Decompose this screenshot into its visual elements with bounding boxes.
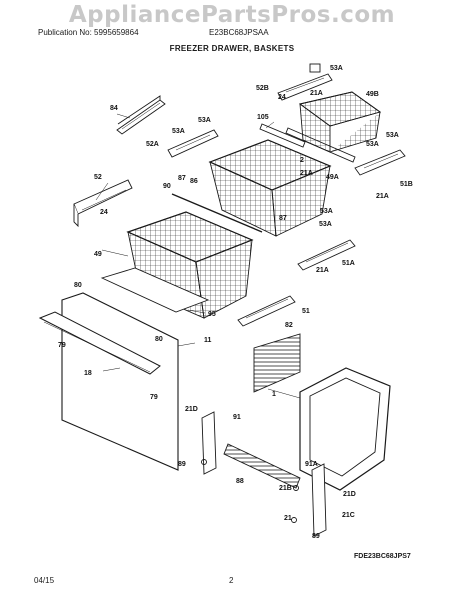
part-label-84: 84	[110, 105, 118, 112]
publication-number: Publication No: 5995659864	[38, 28, 139, 37]
bar-105	[259, 123, 306, 148]
model-number: E23BC68JPSAA	[209, 28, 269, 37]
part-label-18: 18	[84, 370, 92, 377]
footer-date: 04/15	[34, 576, 55, 585]
part-label-2: 2	[300, 157, 304, 164]
part-label-21d: 21D	[185, 406, 198, 413]
figure-code: FDE23BC68JPS7	[354, 553, 411, 560]
part-label-82: 82	[285, 322, 293, 329]
part-label-79: 79	[58, 342, 66, 349]
rail-51B	[354, 149, 406, 176]
part-label-52: 52	[94, 174, 102, 181]
part-label-49a: 49A	[326, 174, 339, 181]
part-label-21d: 21D	[343, 491, 356, 498]
part-label-91a: 91A	[305, 461, 318, 468]
part-label-21: 21	[284, 515, 292, 522]
part-label-89: 89	[312, 533, 320, 540]
part-label-49b: 49B	[366, 91, 379, 98]
part-label-86: 86	[190, 178, 198, 185]
bracket-91	[201, 411, 217, 475]
rod-90	[171, 193, 263, 233]
part-label-21a: 21A	[376, 193, 389, 200]
basket-49B	[298, 91, 382, 153]
part-label-87: 87	[178, 175, 186, 182]
part-label-52a: 52A	[146, 141, 159, 148]
part-label-21c: 21C	[342, 512, 355, 519]
section-title: FREEZER DRAWER, BASKETS	[169, 44, 295, 53]
part-label-105: 105	[257, 114, 269, 121]
part-label-21b: 21B	[279, 485, 292, 492]
drawer-front-11	[38, 292, 179, 471]
part-label-24: 24	[278, 94, 286, 101]
rail-51A	[297, 239, 356, 271]
part-label-53a: 53A	[172, 128, 185, 135]
tray-95	[100, 267, 210, 313]
footer-page: 2	[229, 576, 234, 585]
part-label-87: 87	[279, 215, 287, 222]
part-label-21a: 21A	[316, 267, 329, 274]
part-label-53a: 53A	[319, 221, 332, 228]
rack-88	[223, 443, 301, 489]
part-label-1: 1	[272, 391, 276, 398]
basket-49	[126, 211, 254, 319]
gasket-1	[299, 367, 391, 491]
part-label-21a: 21A	[310, 90, 323, 97]
grille-82	[253, 333, 301, 393]
part-label-91: 91	[233, 414, 241, 421]
part-label-53a: 53A	[198, 117, 211, 124]
part-label-53a: 53A	[366, 141, 379, 148]
part-label-51a: 51A	[342, 260, 355, 267]
part-label-11: 11	[204, 337, 212, 344]
rail-52B	[277, 63, 333, 101]
part-label-24: 24	[100, 209, 108, 216]
part-label-51: 51	[302, 308, 310, 315]
part-label-80: 80	[74, 282, 82, 289]
part-label-53a: 53A	[330, 65, 343, 72]
watermark: AppliancePartsPros.com	[68, 2, 396, 28]
part-label-88: 88	[236, 478, 244, 485]
part-label-80: 80	[155, 336, 163, 343]
part-label-51b: 51B	[400, 181, 413, 188]
part-label-52b: 52B	[256, 85, 269, 92]
part-label-49: 49	[94, 251, 102, 258]
slide-52	[73, 179, 133, 228]
part-label-90: 90	[163, 183, 171, 190]
part-label-89: 89	[178, 461, 186, 468]
part-label-79: 79	[150, 394, 158, 401]
bracket-84	[116, 95, 166, 135]
part-labels: 84 52A 53A 53A 52B 24 53A 21A 49B 105 2 53A 53A 51B 21…	[58, 65, 413, 540]
rail-52A	[167, 129, 219, 158]
part-label-53a: 53A	[386, 132, 399, 139]
part-label-21a: 21A	[300, 170, 313, 177]
basket-49A	[208, 139, 332, 237]
part-label-53a: 53A	[320, 208, 333, 215]
bracket-91A	[311, 463, 327, 537]
rail-51	[237, 295, 296, 327]
part-label-95: 95	[208, 311, 216, 318]
